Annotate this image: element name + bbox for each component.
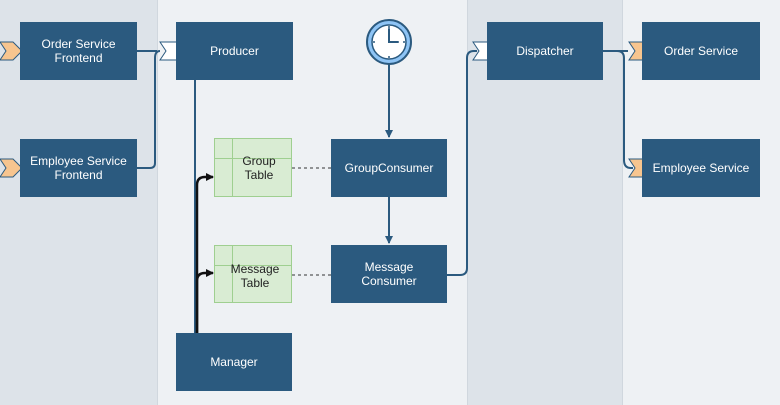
edge-dispatcher-employee-service [603,50,633,169]
chevron-right-icon [0,41,23,61]
node-label: Employee Service Frontend [30,154,127,182]
edge-manager-message-table [195,269,214,333]
edge-manager-group-table [195,173,214,333]
group-table[interactable]: Group Table [214,138,292,197]
employee-service-node[interactable]: Employee Service [642,139,760,197]
employee-service-frontend-node[interactable]: Employee Service Frontend [20,139,137,197]
edge-employee-frontend-producer [137,50,161,169]
message-table[interactable]: Message Table [214,245,292,303]
order-service-frontend-node[interactable]: Order Service Frontend [20,22,137,80]
clock-icon [366,19,412,65]
node-label: Employee Service [652,161,750,175]
swimlane-divider [157,0,158,405]
table-label: Message Table [230,262,280,290]
node-label: Dispatcher [516,44,574,58]
dispatcher-node[interactable]: Dispatcher [487,22,603,80]
order-service-node[interactable]: Order Service [642,22,760,80]
manager-node[interactable]: Manager [176,333,292,391]
edge-message-consumer-dispatcher [447,50,477,276]
producer-node[interactable]: Producer [176,22,293,80]
group-consumer-node[interactable]: GroupConsumer [331,139,447,197]
chevron-right-icon [0,158,23,178]
node-label: Producer [210,44,259,58]
table-label: Group Table [242,154,276,182]
node-label: Order Service [663,44,739,58]
message-consumer-node[interactable]: Message Consumer [331,245,447,303]
node-label: Manager [210,355,258,369]
node-label: Order Service Frontend [41,37,116,65]
node-label: Message Consumer [361,260,417,288]
swimlane-divider [622,0,623,405]
node-label: GroupConsumer [344,161,434,175]
